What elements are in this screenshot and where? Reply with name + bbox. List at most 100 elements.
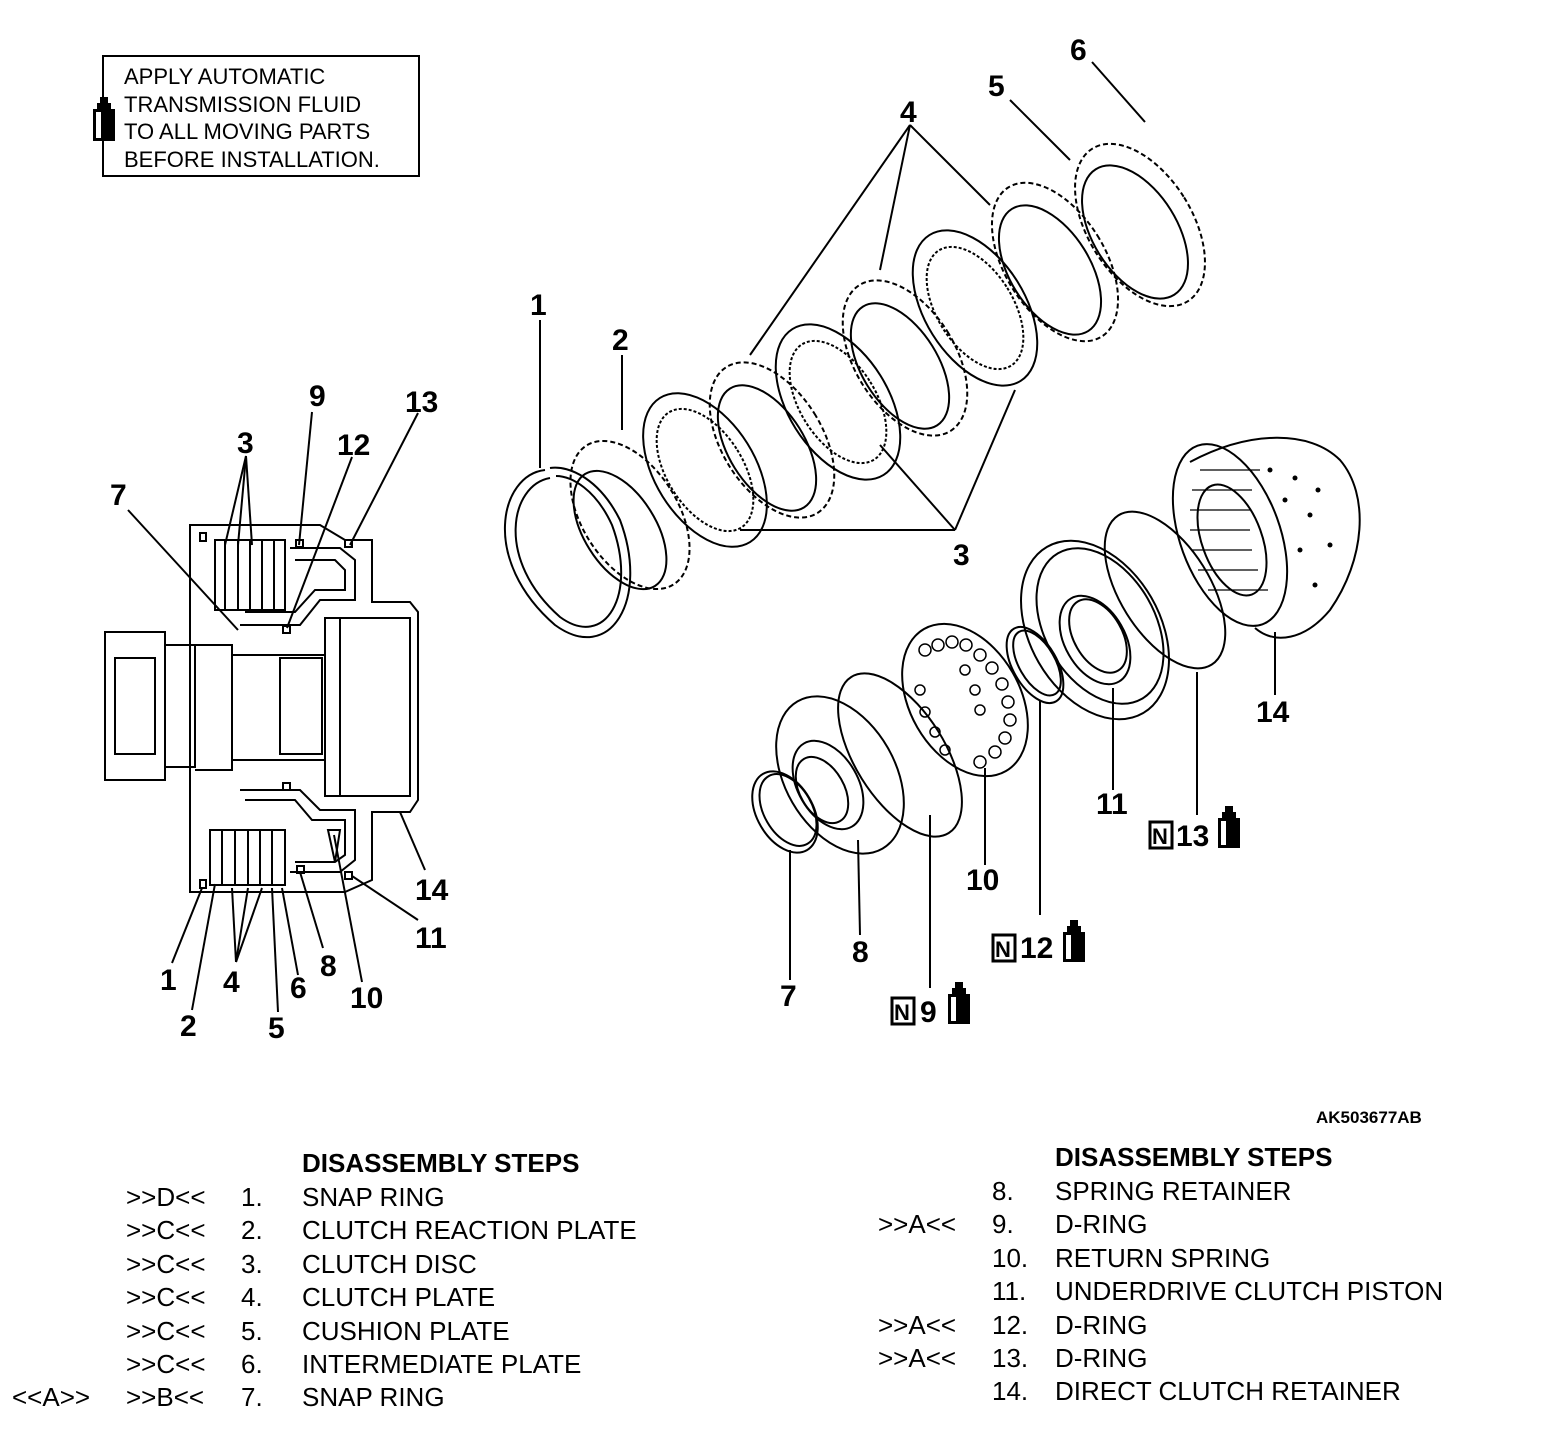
callout-9-group: N 9: [890, 982, 970, 1029]
step-removal-code: >>A<<: [878, 1309, 957, 1340]
callout-11: 11: [415, 922, 447, 955]
n-badge: N: [1152, 824, 1168, 849]
step-part-name: D-RING: [1055, 1309, 1148, 1340]
step-number: 11.: [992, 1276, 1027, 1307]
step-removal-code: >>C<<: [126, 1282, 206, 1313]
step-number: 7.: [241, 1382, 263, 1413]
step-row: >>A<< 12. D-RING: [870, 1310, 1560, 1343]
step-number: 9.: [992, 1209, 1014, 1240]
callout-9: 9: [309, 380, 326, 413]
piston-assembly: [751, 436, 1361, 988]
step-removal-code: >>C<<: [126, 1315, 206, 1346]
step-number: 2.: [241, 1215, 263, 1246]
callout-13: 13: [1176, 820, 1209, 853]
step-part-name: CLUTCH PLATE: [302, 1282, 496, 1313]
clutch-plate-stack: [504, 61, 1206, 639]
callout-7: 7: [780, 980, 797, 1013]
step-number: 5.: [241, 1315, 263, 1346]
step-install-code: <<A>>: [12, 1382, 91, 1413]
n-badge-icon: [991, 933, 1017, 963]
callout-11: 11: [1096, 788, 1128, 821]
cross-section-view: [104, 411, 426, 1013]
step-part-name: INTERMEDIATE PLATE: [302, 1349, 582, 1379]
step-row: >>A<< 9. D-RING: [870, 1209, 1560, 1242]
callout-5: 5: [268, 1012, 285, 1045]
step-removal-code: >>B<<: [126, 1382, 205, 1413]
step-number: 4.: [241, 1282, 263, 1313]
callout-13-group: N 13: [1148, 806, 1240, 853]
step-number: 10.: [992, 1242, 1029, 1273]
step-row: >>C<< 5. CUSHION PLATE: [0, 1316, 760, 1349]
callout-4: 4: [900, 96, 917, 129]
note-line: TRANSMISSION FLUID: [124, 91, 362, 117]
callout-10: 10: [350, 982, 383, 1015]
step-part-name: SNAP RING: [302, 1382, 445, 1413]
step-number: 12.: [992, 1309, 1029, 1340]
step-row: 8. SPRING RETAINER: [870, 1176, 1560, 1209]
step-number: 6.: [241, 1349, 263, 1379]
step-row: >>A<<13.D-RING: [870, 1343, 1560, 1376]
step-removal-code: >>C<<: [126, 1215, 206, 1246]
step-row: >>C<< 4. CLUTCH PLATE: [0, 1282, 760, 1315]
step-row: >>C<< 3. CLUTCH DISC: [0, 1249, 760, 1282]
steps-right: DISASSEMBLY STEPS 8.SPRING RETAINER>>A<<…: [870, 1142, 1560, 1412]
callout-labels: 3 9 12 13 7 1 2 4 5 6 8 10 11 14 1 2 4 5…: [110, 34, 1290, 1045]
step-removal-code: >>D<<: [126, 1182, 206, 1212]
callout-6: 6: [290, 972, 307, 1005]
step-part-name: D-RING: [1055, 1209, 1148, 1240]
step-removal-code: >>C<<: [126, 1248, 206, 1279]
n-badge-icon: [890, 996, 916, 1026]
step-number: 14.: [992, 1376, 1029, 1407]
callout-12: 12: [337, 429, 370, 462]
step-part-name: UNDERDRIVE CLUTCH PISTON: [1055, 1276, 1444, 1307]
callout-2: 2: [180, 1010, 197, 1043]
step-row: <<A>> >>B<< 7. SNAP RING: [0, 1382, 760, 1415]
step-row: >>C<< 6. INTERMEDIATE PLATE: [0, 1349, 760, 1382]
steps-header: DISASSEMBLY STEPS: [1055, 1142, 1333, 1172]
step-row: 14. DIRECT CLUTCH RETAINER: [870, 1376, 1560, 1409]
step-part-name: CLUTCH REACTION PLATE: [302, 1215, 637, 1246]
callout-10: 10: [966, 864, 999, 897]
step-number: 8.: [992, 1176, 1014, 1206]
callout-6: 6: [1070, 34, 1087, 67]
callout-5: 5: [988, 70, 1005, 103]
step-part-name: D-RING: [1055, 1343, 1148, 1373]
snap-ring-part: [504, 466, 632, 639]
callout-1: 1: [160, 964, 177, 997]
fluid-bottle-icon: [1063, 920, 1085, 962]
steps-left: DISASSEMBLY STEPS >>D<< 1. SNAP RING >>C<< 2…: [0, 1148, 760, 1418]
step-row: 10. RETURN SPRING: [870, 1243, 1560, 1276]
callout-12-group: N 12: [991, 920, 1085, 965]
exploded-diagram: 3 9 12 13 7 1 2 4 5 6 8 10 11 14 1 2 4 5…: [104, 34, 1361, 1045]
note-line: BEFORE INSTALLATION.: [124, 146, 380, 172]
n-badge-icon: [1148, 820, 1174, 850]
step-part-name: CUSHION PLATE: [302, 1315, 510, 1346]
fluid-bottle-icon: [948, 982, 970, 1024]
callout-12: 12: [1020, 932, 1053, 965]
callout-2: 2: [612, 324, 629, 357]
step-number: 3.: [241, 1248, 263, 1279]
step-part-name: RETURN SPRING: [1055, 1242, 1271, 1273]
note-line: TO ALL MOVING PARTS: [124, 119, 371, 144]
steps-header: DISASSEMBLY STEPS: [302, 1148, 580, 1178]
step-removal-code: >>A<<: [878, 1209, 957, 1240]
callout-3: 3: [953, 539, 970, 572]
step-part-name: SPRING RETAINER: [1055, 1176, 1292, 1206]
note-box: APPLY AUTOMATIC TRANSMISSION FLUID TO AL…: [93, 55, 420, 177]
fluid-bottle-icon: [93, 97, 115, 141]
step-number: 1.: [241, 1182, 263, 1212]
callout-8: 8: [852, 936, 869, 969]
callout-13: 13: [405, 386, 438, 419]
step-part-name: DIRECT CLUTCH RETAINER: [1055, 1376, 1401, 1407]
n-badge: N: [894, 1000, 910, 1025]
note-text: APPLY AUTOMATIC TRANSMISSION FLUID TO AL…: [124, 63, 380, 173]
callout-8: 8: [320, 950, 337, 983]
step-part-name: SNAP RING: [302, 1182, 445, 1212]
callout-9: 9: [920, 996, 937, 1029]
step-removal-code: >>C<<: [126, 1349, 206, 1379]
fluid-bottle-icon: [1218, 806, 1240, 848]
step-part-name: CLUTCH DISC: [302, 1248, 477, 1279]
callout-4: 4: [223, 966, 240, 999]
callout-3: 3: [237, 427, 254, 460]
step-removal-code: >>A<<: [878, 1343, 957, 1373]
